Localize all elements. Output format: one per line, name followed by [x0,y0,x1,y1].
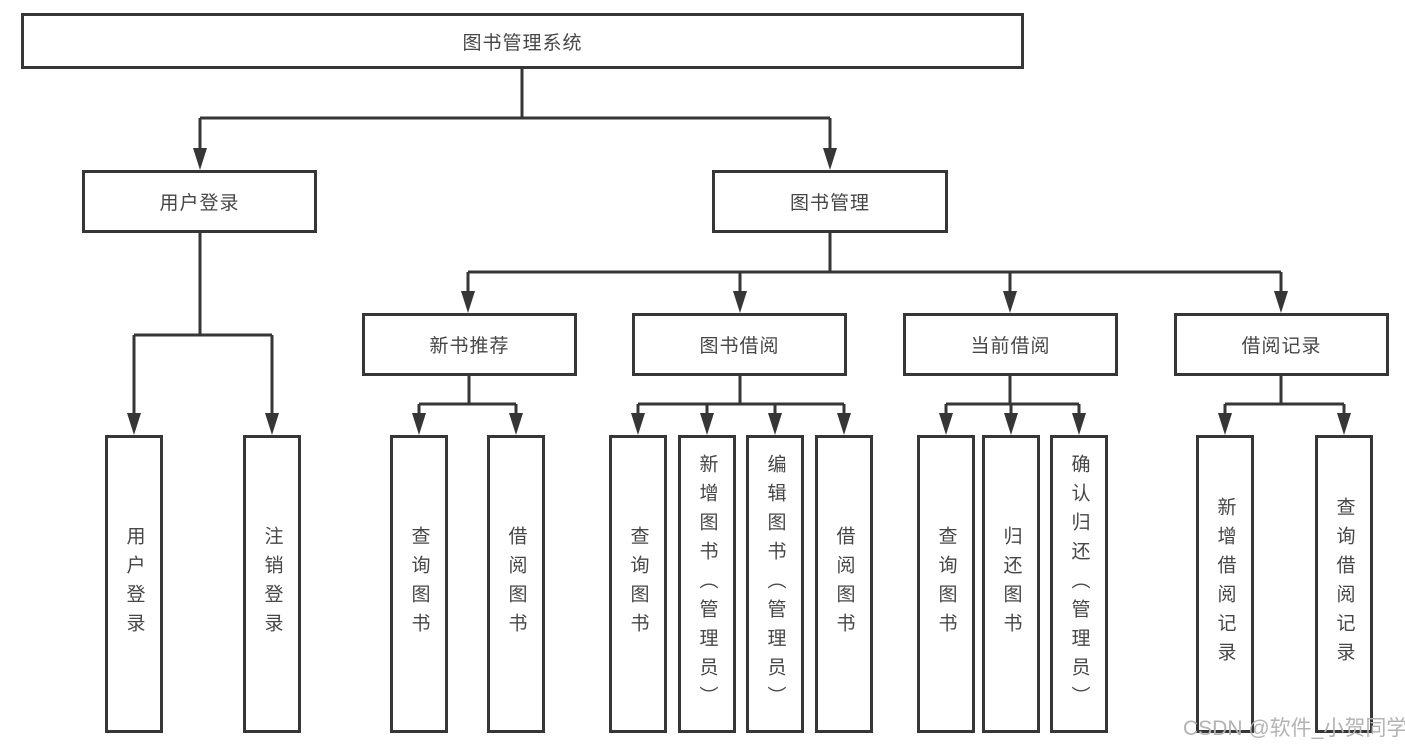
arrowhead-icon [265,413,279,435]
arrowhead-icon [1274,291,1288,313]
leaf-borrow-books-borrowing: 借阅图书 [815,435,873,733]
leaf-edit-books-admin: 编辑图书（管理员） [746,435,804,733]
leaf-label: 查询借阅记录 [1333,497,1355,671]
arrowhead-icon [700,413,714,435]
arrowhead-icon [631,413,645,435]
arrowhead-icon [193,148,207,170]
leaf-label: 借阅图书 [833,526,855,642]
leaf-label: 查询图书 [935,526,957,642]
leaf-label: 借阅图书 [505,526,527,642]
leaf-label: 归还图书 [1000,526,1022,642]
node-label: 图书管理系统 [462,32,583,54]
leaf-return-books: 归还图书 [982,435,1040,733]
leaf-label: 新增图书（管理员） [696,453,718,715]
leaf-query-books-borrowing: 查询图书 [609,435,667,733]
leaf-label: 查询图书 [408,526,430,642]
arrowhead-icon [1337,413,1351,435]
node-new-book-recommendation: 新书推荐 [362,313,577,376]
leaf-label: 注销登录 [261,526,283,642]
node-label: 当前借阅 [970,336,1051,357]
arrowhead-icon [1072,413,1086,435]
leaf-add-borrowing-record: 新增借阅记录 [1196,435,1254,733]
leaf-borrow-books-recommend: 借阅图书 [487,435,545,733]
node-label: 用户登录 [159,193,240,214]
arrowhead-icon [837,413,851,435]
arrowhead-icon [509,413,523,435]
arrowhead-icon [823,148,837,170]
arrowhead-icon [768,413,782,435]
node-current-borrowing: 当前借阅 [903,313,1118,376]
node-borrowing-records: 借阅记录 [1174,313,1389,376]
leaf-label: 查询图书 [627,526,649,642]
node-book-management: 图书管理 [712,170,948,233]
arrowhead-icon [1004,413,1018,435]
arrowhead-icon [1218,413,1232,435]
leaf-label: 新增借阅记录 [1214,497,1236,671]
arrowhead-icon [412,413,426,435]
node-user-login: 用户登录 [82,170,317,233]
watermark: CSDN @软件_小贺同学 [1183,717,1405,740]
node-label: 图书借阅 [699,336,780,357]
leaf-label: 编辑图书（管理员） [764,453,786,715]
leaf-query-books-current: 查询图书 [917,435,975,733]
node-library-management-system: 图书管理系统 [21,13,1024,69]
arrowhead-icon [461,291,475,313]
leaf-user-login: 用户登录 [105,435,163,733]
leaf-label: 确认归还（管理员） [1068,453,1090,715]
leaf-logout: 注销登录 [243,435,301,733]
node-book-borrowing: 图书借阅 [632,313,847,376]
leaf-query-borrowing-record: 查询借阅记录 [1315,435,1373,733]
node-label: 借阅记录 [1241,336,1322,357]
leaf-add-books-admin: 新增图书（管理员） [678,435,736,733]
leaf-query-books-recommend: 查询图书 [390,435,448,733]
arrowhead-icon [1003,291,1017,313]
arrowhead-icon [939,413,953,435]
node-label: 图书管理 [789,193,870,214]
leaf-confirm-return-admin: 确认归还（管理员） [1050,435,1108,733]
arrowhead-icon [127,413,141,435]
leaf-label: 用户登录 [123,526,145,642]
arrowhead-icon [733,291,747,313]
node-label: 新书推荐 [429,336,510,357]
